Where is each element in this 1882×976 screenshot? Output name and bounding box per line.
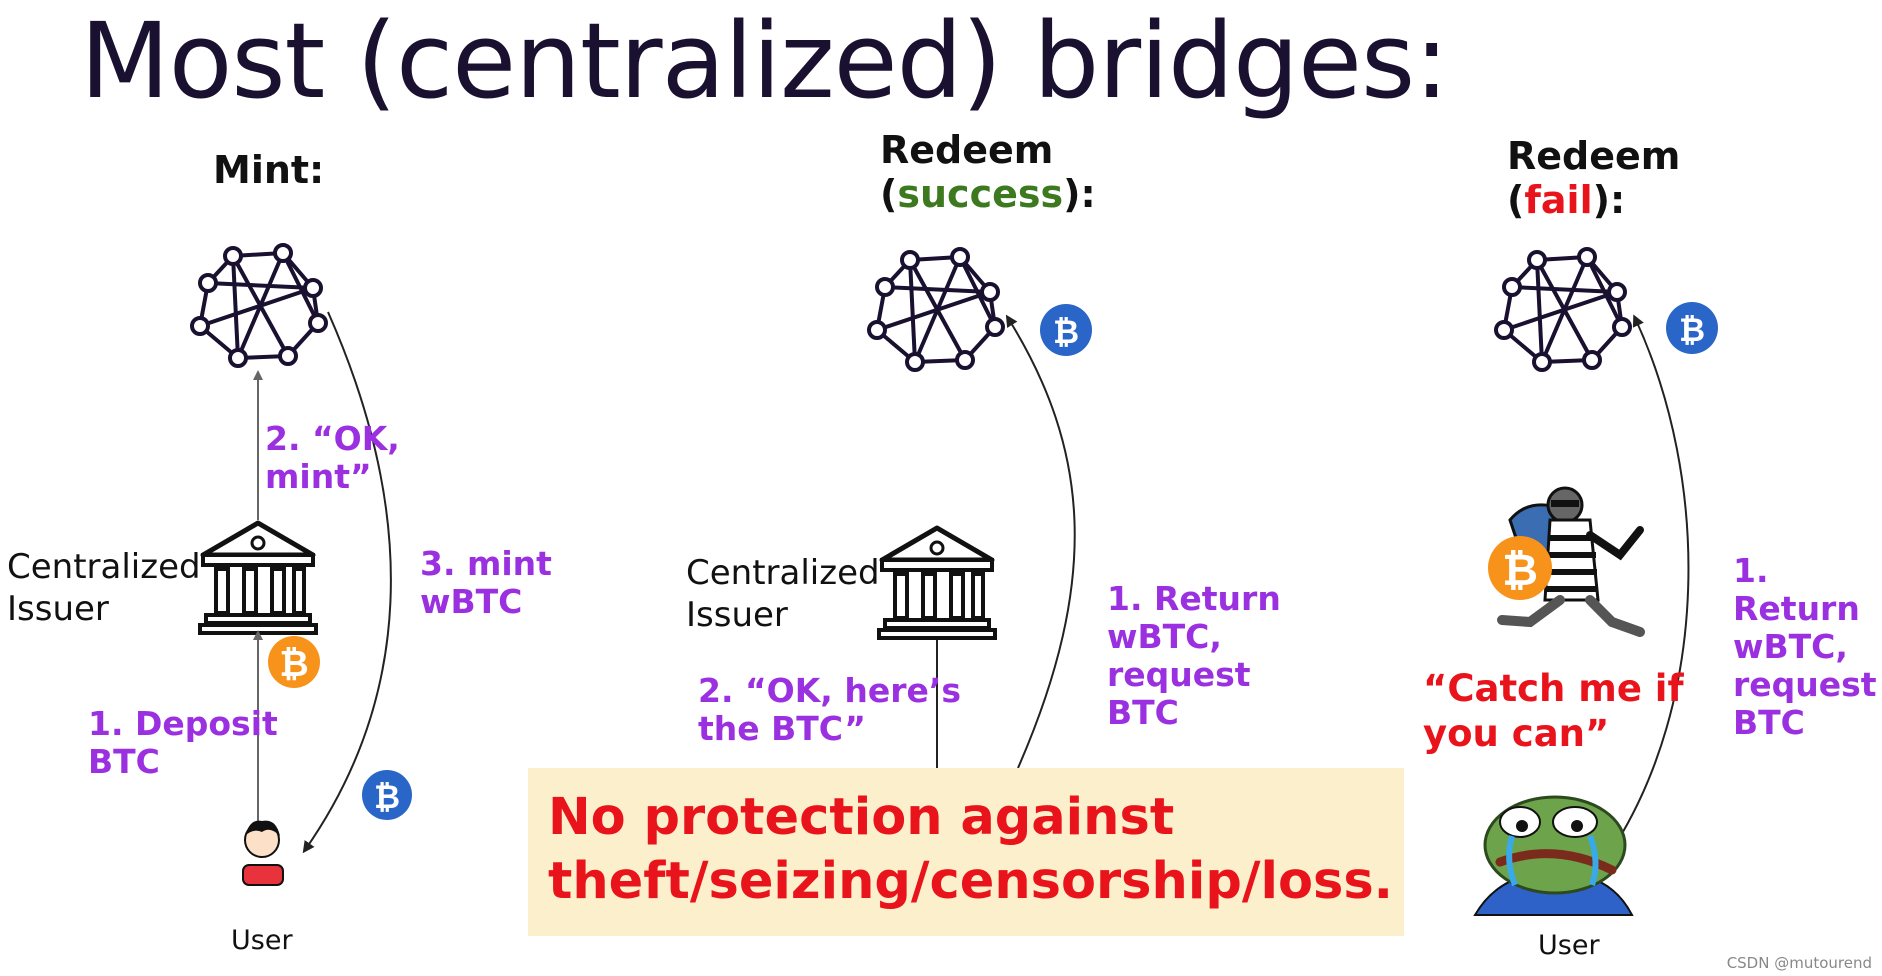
thief-quote: “Catch me if you can” <box>1423 667 1684 755</box>
network-icon <box>1494 247 1632 372</box>
watermark: CSDN @mutourend <box>1726 954 1872 972</box>
bitcoin-icon: ₿ <box>268 636 320 688</box>
network-icon <box>190 243 328 368</box>
bank-icon <box>879 528 995 638</box>
paren-open: ( <box>1507 178 1525 222</box>
return-wbtc-arrow-fail <box>1609 314 1690 854</box>
redeem-success-heading: Redeem (success): <box>880 128 1096 216</box>
return-wbtc-arrow <box>1005 314 1076 769</box>
mint-step1-label: 1. Deposit BTC <box>88 704 278 781</box>
redeem-success-heading-line2: (success): <box>880 172 1096 216</box>
mint-issuer-label: Centralized Issuer <box>7 547 201 629</box>
thief-icon: ₿ <box>1488 486 1645 637</box>
crying-frog-icon <box>1473 795 1634 916</box>
fail-step1-label: 1. Return wBTC, request BTC <box>1733 551 1877 742</box>
mint-heading: Mint: <box>213 148 325 192</box>
network-icon <box>867 247 1005 372</box>
redeem-fail-heading-line2: (fail): <box>1507 178 1680 222</box>
svg-text:₿: ₿ <box>1679 311 1705 349</box>
bank-icon <box>200 523 316 633</box>
success-step2-label: 2. “OK, here’s the BTC” <box>698 671 962 748</box>
svg-text:₿: ₿ <box>1502 545 1538 596</box>
warning-text: No protection against theft/seizing/cens… <box>548 788 1394 911</box>
fail-user-label: User <box>1538 930 1600 961</box>
paren-close: ): <box>1063 172 1096 216</box>
svg-text:₿: ₿ <box>279 644 308 685</box>
redeem-fail-heading: Redeem (fail): <box>1507 134 1680 222</box>
svg-text:₿: ₿ <box>1053 313 1079 351</box>
wbtc-icon: ₿ <box>1040 304 1092 356</box>
page-title: Most (centralized) bridges: <box>80 0 1449 122</box>
mint-user-label: User <box>231 925 293 956</box>
success-step1-label: 1. Return wBTC, request BTC <box>1107 579 1281 732</box>
mint-step2-label: 2. “OK, mint” <box>265 419 400 496</box>
wbtc-icon: ₿ <box>1666 302 1718 354</box>
redeem-fail-heading-line1: Redeem <box>1507 134 1681 178</box>
user-icon <box>242 820 284 886</box>
mint-wbtc-arrow <box>302 311 392 854</box>
warning-box <box>528 768 1404 936</box>
success-issuer-label: Centralized Issuer <box>686 553 880 635</box>
wbtc-icon: ₿ <box>362 770 412 820</box>
redeem-success-heading-line1: Redeem <box>880 128 1054 172</box>
status-fail: fail <box>1524 178 1593 222</box>
paren-open: ( <box>880 172 898 216</box>
mint-step3-label: 3. mint wBTC <box>420 544 552 621</box>
svg-text:₿: ₿ <box>374 778 400 816</box>
paren-close: ): <box>1592 178 1626 222</box>
status-success: success <box>897 172 1064 216</box>
